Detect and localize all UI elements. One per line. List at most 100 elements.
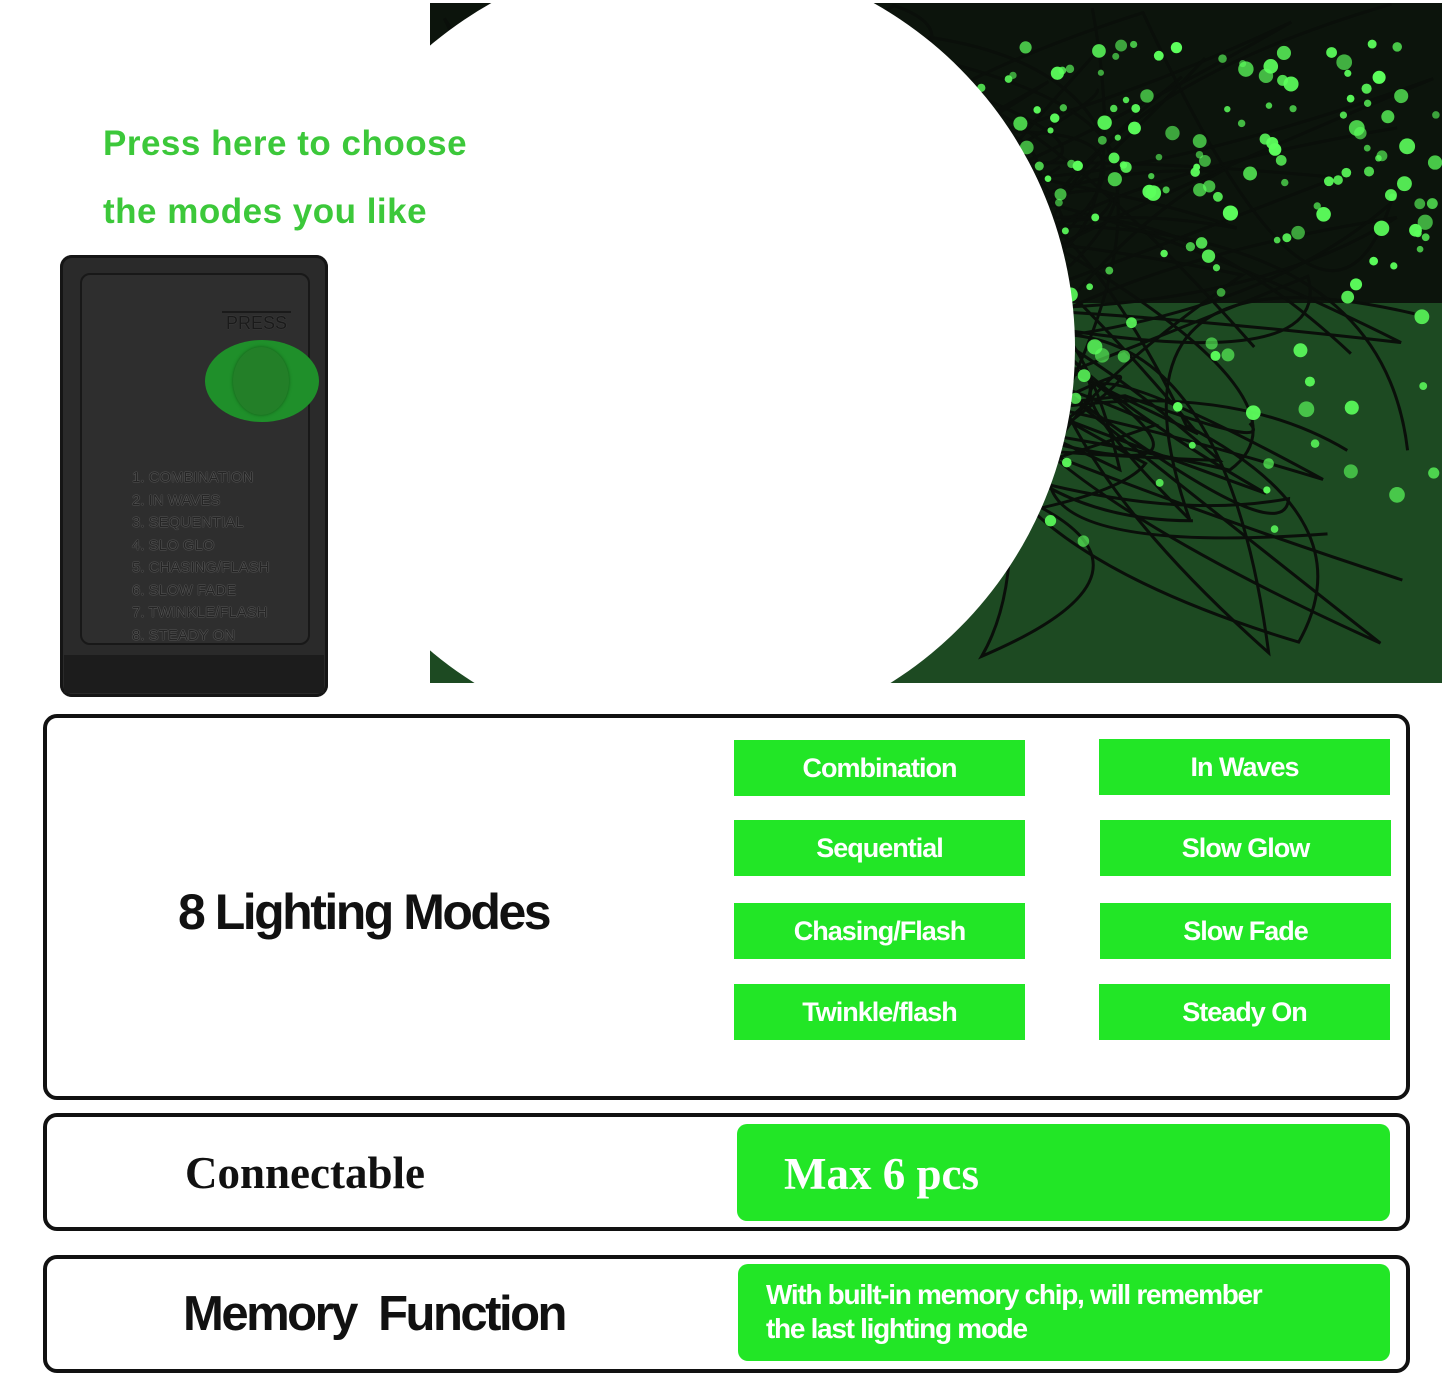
led-bulb — [1245, 405, 1261, 421]
led-bulb — [1112, 52, 1120, 60]
led-bulb — [1221, 348, 1235, 362]
led-bulb — [1097, 135, 1107, 145]
led-bulb — [1198, 154, 1211, 167]
led-bulb — [1122, 96, 1130, 104]
led-bulb — [1195, 237, 1208, 249]
led-bulb — [1155, 478, 1164, 487]
led-bulb — [1417, 214, 1433, 230]
led-bulb — [1072, 160, 1083, 172]
controller-box: PRESS 1. COMBINATION 2. IN WAVES 3. SEQU… — [60, 255, 328, 697]
led-bulb — [1145, 185, 1162, 201]
led-bulb — [1185, 242, 1196, 252]
controller-mode: 4. SLO GLO — [132, 536, 215, 554]
led-bulb — [1061, 457, 1072, 468]
headline-line-1: Press here to choose — [103, 124, 468, 163]
led-bulb — [1114, 134, 1121, 141]
mode-in-waves: In Waves — [1099, 739, 1390, 795]
led-bulb — [1107, 172, 1122, 187]
led-bulb — [1258, 68, 1274, 84]
led-bulb — [1333, 175, 1343, 185]
mode-slow-fade: Slow Fade — [1100, 903, 1391, 959]
controller-mode: 2. IN WAVES — [132, 491, 221, 509]
led-bulb — [1273, 236, 1281, 244]
led-bulb — [1126, 317, 1137, 329]
led-bulb — [1428, 467, 1440, 479]
led-bulb — [1148, 172, 1155, 180]
mode-combination: Combination — [734, 740, 1025, 796]
controller-mode: 5. CHASING/FLASH — [132, 559, 270, 576]
led-bulb — [1193, 183, 1207, 197]
led-bulb — [1282, 233, 1292, 243]
mode-slow-glow: Slow Glow — [1100, 820, 1391, 876]
led-bulb — [1188, 441, 1196, 449]
led-bulb — [1019, 41, 1032, 54]
led-bulb — [1259, 133, 1271, 145]
led-bulb — [1140, 89, 1154, 103]
led-bulb — [1341, 167, 1352, 178]
led-bulb — [1059, 104, 1068, 112]
led-bulb — [1243, 166, 1258, 181]
led-bulb — [1313, 202, 1321, 210]
led-bulb — [1277, 74, 1289, 86]
led-bulb — [1192, 134, 1207, 148]
white-curve-mask — [430, 3, 1075, 683]
led-bulb — [1058, 66, 1067, 75]
led-bulb — [1323, 176, 1334, 187]
controller-battery-cover — [64, 655, 324, 693]
led-bulb — [1298, 401, 1315, 418]
led-bulb — [1416, 245, 1424, 253]
led-bulb — [1044, 515, 1057, 527]
led-bulb — [1237, 119, 1246, 128]
led-bulb — [1426, 198, 1438, 210]
led-bulb — [1110, 104, 1118, 113]
led-bulb — [1364, 166, 1375, 177]
led-bulb — [1270, 525, 1279, 533]
led-bulb — [1105, 266, 1114, 275]
led-bulb — [1310, 439, 1320, 448]
led-bulb — [1344, 400, 1359, 415]
led-bulb — [1120, 161, 1132, 173]
mode-chasing-flash: Chasing/Flash — [734, 903, 1025, 959]
controller-mode: 7. TWINKLE/FLASH — [132, 604, 268, 621]
led-bulb — [1065, 64, 1075, 74]
led-bulb — [1212, 264, 1221, 272]
led-bulb — [1130, 40, 1138, 49]
led-bulb — [1172, 402, 1183, 412]
memory-description-bar: With built-in memory chip, will remember… — [738, 1264, 1390, 1361]
led-bulb — [1373, 220, 1390, 237]
led-bulb — [1369, 256, 1379, 266]
led-bulb — [1238, 61, 1254, 77]
led-bulb — [1019, 140, 1034, 155]
led-bulb — [1341, 290, 1355, 304]
controller-mode-list: 1. COMBINATION 2. IN WAVES 3. SEQUENTIAL… — [132, 467, 270, 647]
led-bulb — [1050, 113, 1060, 123]
led-bulb — [1033, 106, 1041, 114]
mode-press-button[interactable] — [205, 340, 319, 422]
controller-mode: 1. COMBINATION — [132, 469, 254, 486]
led-bulb — [1432, 111, 1440, 119]
led-bulb — [1375, 154, 1382, 162]
led-bulb — [1061, 227, 1069, 235]
led-bulb — [1419, 382, 1428, 390]
led-bulb — [1115, 39, 1128, 52]
led-bulb — [1367, 39, 1377, 49]
green-string-lights-photo — [430, 3, 1442, 683]
led-bulb — [1346, 94, 1355, 103]
led-bulb — [1263, 486, 1271, 494]
led-bulb — [1160, 249, 1168, 258]
led-bulb — [1389, 487, 1405, 503]
mode-steady-on: Steady On — [1099, 984, 1390, 1040]
controller-mode: 8. STEADY ON — [132, 626, 236, 644]
memory-function-panel: Memory Function With built-in memory chi… — [43, 1255, 1410, 1373]
led-bulb — [1201, 249, 1216, 263]
led-bulb — [1047, 127, 1054, 134]
led-bulb — [1054, 188, 1067, 201]
led-bulb — [1414, 198, 1426, 210]
led-bulb — [1077, 535, 1090, 547]
led-bulb — [1205, 337, 1218, 350]
led-bulb — [1091, 213, 1100, 222]
led-bulb — [1218, 54, 1227, 63]
controller-mode: 3. SEQUENTIAL — [132, 514, 244, 531]
led-bulb — [1153, 50, 1164, 61]
led-bulb — [1097, 69, 1104, 76]
